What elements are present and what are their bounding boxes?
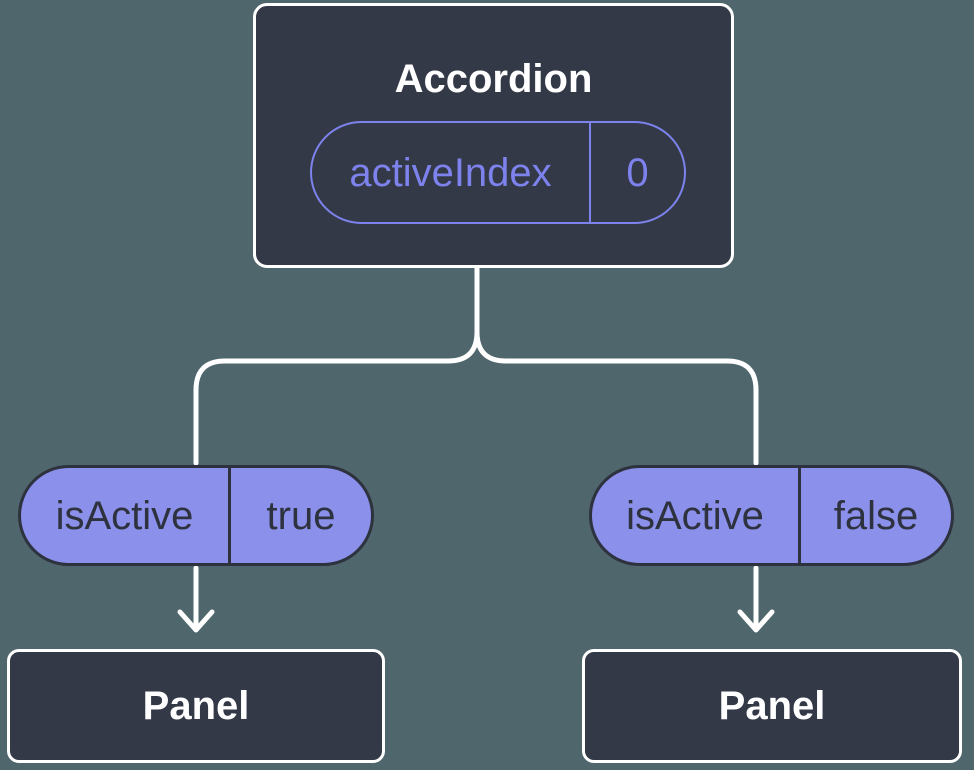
connector-right-branch bbox=[474, 329, 759, 466]
prop-name-label: activeIndex bbox=[312, 123, 591, 222]
prop-name-label: isActive bbox=[592, 468, 801, 563]
accordion-node-title: Accordion bbox=[394, 57, 593, 101]
connector-left-branch bbox=[193, 265, 480, 466]
is-active-true-pill: isActive true bbox=[18, 465, 374, 566]
arrow-down-icon-right bbox=[737, 565, 775, 633]
prop-value-label: true bbox=[266, 493, 336, 538]
is-active-false-pill: isActive false bbox=[589, 465, 954, 566]
accordion-node: Accordion activeIndex 0 bbox=[253, 3, 734, 268]
panel-node-title: Panel bbox=[718, 684, 826, 728]
prop-value-label: false bbox=[833, 493, 919, 538]
panel-node-right: Panel bbox=[582, 649, 962, 763]
panel-node-title: Panel bbox=[142, 684, 250, 728]
prop-value-label: 0 bbox=[626, 150, 649, 195]
active-index-prop-pill: activeIndex 0 bbox=[310, 121, 686, 224]
arrow-down-icon-left bbox=[177, 565, 215, 633]
panel-node-left: Panel bbox=[7, 649, 385, 763]
prop-name-label: isActive bbox=[21, 468, 231, 563]
